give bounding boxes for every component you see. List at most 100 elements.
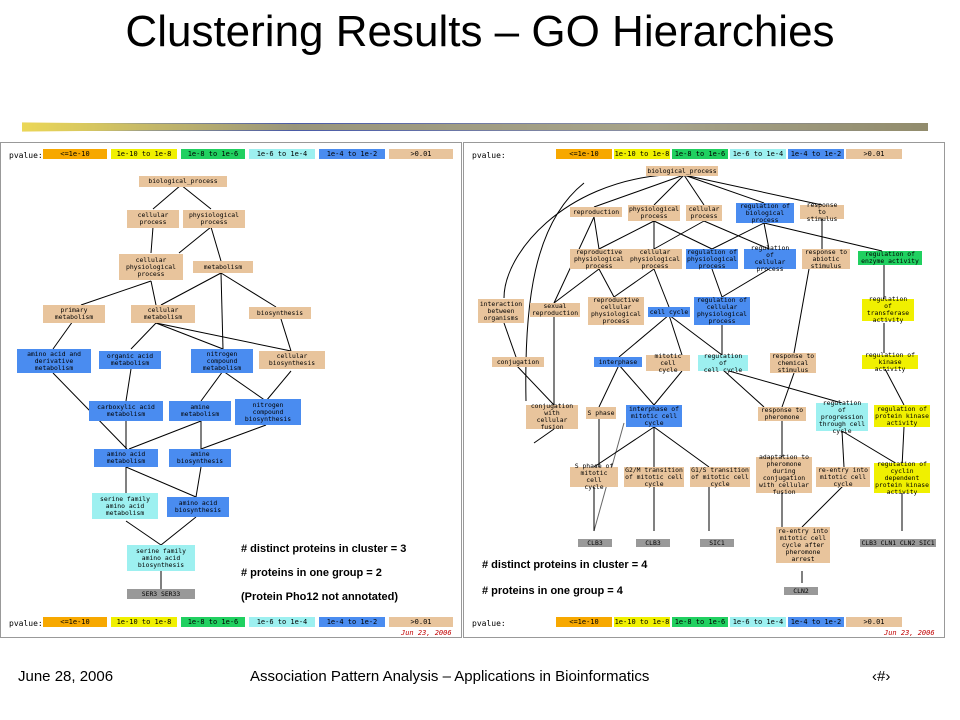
pvalue-bin: >0.01: [846, 149, 902, 159]
go-node-regulation-of-enzyme-activity[interactable]: regulation of enzyme activity: [858, 251, 922, 265]
pvalue-bin: 1e-10 to 1e-8: [111, 617, 177, 627]
pvalue-bin: 1e-8 to 1e-6: [181, 617, 245, 627]
go-node-regulation-of-transferase-activity[interactable]: regulation of transferase activity: [862, 296, 914, 324]
go-node-cellular-metabolism[interactable]: cellular metabolism: [131, 305, 195, 323]
go-node-regulation-of-cellular-physiological-process[interactable]: regulation of cellular physiological pro…: [694, 297, 750, 325]
go-node-nitrogen-compound-metabolism[interactable]: nitrogen compound metabolism: [191, 349, 253, 373]
go-node-regulation-of-physiological-process[interactable]: regulation of physiological process: [686, 247, 738, 270]
slide-number: ‹#›: [872, 668, 891, 685]
go-node-organic-acid-metabolism[interactable]: organic acid metabolism: [99, 351, 161, 369]
go-node-interaction-between-organisms[interactable]: interaction between organisms: [478, 299, 524, 323]
go-node-regulation-of-cell-cycle[interactable]: regulation of cell cycle: [698, 352, 748, 373]
annotation-proteins-one-group: # proteins in one group = 4: [482, 585, 623, 597]
go-node-carboxylic-acid-metabolism[interactable]: carboxylic acid metabolism: [89, 401, 163, 421]
gene-list-cln2[interactable]: CLN2: [784, 587, 818, 595]
go-node-nitrogen-compound-biosynthesis[interactable]: nitrogen compound biosynthesis: [235, 399, 301, 425]
go-node-cellular-physiological-process[interactable]: cellular physiological process: [119, 254, 183, 280]
go-node-biological-process[interactable]: biological_process: [139, 176, 227, 187]
go-node-regulation-of-cyclin-dependent-protein-kinase-activity[interactable]: regulation of cyclin dependent protein k…: [874, 459, 930, 496]
pvalue-bin: >0.01: [389, 149, 453, 159]
go-node-regulation-of-kinase-activity[interactable]: regulation of kinase activity: [862, 351, 918, 372]
pvalue-bin: <=1e-10: [43, 149, 107, 159]
go-node-primary-metabolism[interactable]: primary metabolism: [43, 305, 105, 323]
pvalue-bin: >0.01: [846, 617, 902, 627]
go-node-biosynthesis[interactable]: biosynthesis: [249, 307, 311, 319]
go-node-g1s-transition[interactable]: G1/S transition of mitotic cell cycle: [690, 465, 750, 488]
go-node-biological-process[interactable]: biological_process: [646, 166, 718, 176]
gene-list-clb3[interactable]: CLB3: [636, 539, 670, 547]
go-node-conjugation-with-cellular-fusion[interactable]: conjugation with cellular fusion: [526, 403, 578, 431]
pvalue-bin: 1e-6 to 1e-4: [730, 149, 786, 159]
gene-list-clb3[interactable]: CLB3: [578, 539, 612, 547]
go-node-s-phase-of-mitotic-cell-cycle[interactable]: S phase of mitotic cell cycle: [570, 463, 618, 491]
go-node-response-to-chemical-stimulus[interactable]: response to chemical stimulus: [770, 351, 816, 374]
right-go-hierarchy-panel: pvalue: <=1e-10 1e-10 to 1e-8 1e-8 to 1e…: [463, 142, 945, 638]
pvalue-bin: 1e-10 to 1e-8: [614, 617, 670, 627]
go-node-response-to-pheromone[interactable]: response to pheromone: [758, 407, 806, 421]
go-node-cellular-process[interactable]: cellular process: [127, 210, 179, 228]
generated-date: Jun 23, 2006: [884, 629, 935, 637]
annotation-protein-note: (Protein Pho12 not annotated): [241, 591, 399, 603]
go-node-amino-acid-derivative-metabolism[interactable]: amino acid and derivative metabolism: [17, 349, 91, 373]
pvalue-label-bottom: pvalue:: [9, 619, 43, 628]
go-node-reproductive-physiological-process[interactable]: reproductive physiological process: [570, 248, 628, 269]
go-node-cellular-process[interactable]: cellular process: [686, 205, 722, 221]
go-node-response-to-abiotic-stimulus[interactable]: response to abiotic stimulus: [802, 248, 850, 269]
pvalue-bin: 1e-4 to 1e-2: [319, 149, 385, 159]
annotation-proteins-one-group: # proteins in one group = 2: [241, 567, 382, 579]
pvalue-label: pvalue:: [472, 151, 506, 160]
go-node-cellular-physiological-process[interactable]: cellular physiological process: [628, 247, 682, 270]
pvalue-bin: <=1e-10: [43, 617, 107, 627]
left-edges: [52, 184, 292, 589]
pvalue-bin: 1e-8 to 1e-6: [672, 149, 728, 159]
go-node-interphase[interactable]: interphase: [594, 357, 642, 367]
go-node-s-phase[interactable]: S phase: [586, 407, 616, 419]
pvalue-bin: 1e-4 to 1e-2: [319, 617, 385, 627]
annotation-distinct-proteins: # distinct proteins in cluster = 3: [241, 543, 407, 555]
pvalue-bin: <=1e-10: [556, 149, 612, 159]
footer-title: Association Pattern Analysis – Applicati…: [250, 668, 650, 685]
go-node-regulation-of-progression-through-cell-cycle[interactable]: regulation of progression through cell c…: [816, 399, 868, 434]
go-node-response-to-stimulus[interactable]: response to stimulus: [800, 201, 844, 222]
go-node-amino-acid-metabolism[interactable]: amino acid metabolism: [94, 449, 158, 467]
pvalue-bin: 1e-6 to 1e-4: [249, 617, 315, 627]
pvalue-bin: 1e-10 to 1e-8: [111, 149, 177, 159]
go-node-adaptation-to-pheromone[interactable]: adaptation to pheromone during conjugati…: [756, 454, 812, 496]
gene-list-sic1[interactable]: SIC1: [700, 539, 734, 547]
go-node-re-entry-into-mitotic-cell-cycle[interactable]: re-entry into mitotic cell cycle: [816, 465, 870, 488]
go-node-amine-biosynthesis[interactable]: amine biosynthesis: [169, 449, 231, 467]
footer-date: June 28, 2006: [18, 668, 114, 685]
gene-list-clb3-cln1-cln2-sic1[interactable]: CLB3 CLN1 CLN2 SIC1: [860, 538, 936, 547]
go-node-reproductive-cellular-physiological-process[interactable]: reproductive cellular physiological proc…: [588, 297, 644, 325]
pvalue-label-bottom: pvalue:: [472, 619, 506, 628]
go-node-cellular-biosynthesis[interactable]: cellular biosynthesis: [259, 351, 325, 369]
go-node-sexual-reproduction[interactable]: sexual reproduction: [530, 302, 580, 317]
go-node-conjugation[interactable]: conjugation: [492, 357, 544, 367]
pvalue-bin: >0.01: [389, 617, 453, 627]
go-node-re-entry-after-pheromone-arrest[interactable]: re-entry into mitotic cell cycle after p…: [776, 526, 830, 563]
gene-list-ser3-ser33[interactable]: SER3 SER33: [127, 589, 195, 599]
go-node-physiological-process[interactable]: physiological process: [183, 210, 245, 228]
go-node-interphase-of-mitotic-cell-cycle[interactable]: interphase of mitotic cell cycle: [626, 405, 682, 427]
go-node-regulation-of-biological-process[interactable]: regulation of biological process: [736, 202, 794, 223]
go-node-regulation-of-protein-kinase-activity[interactable]: regulation of protein kinase activity: [874, 404, 930, 427]
go-node-regulation-of-cellular-process[interactable]: regulation of cellular process: [744, 245, 796, 273]
pvalue-label: pvalue:: [9, 151, 43, 160]
pvalue-bin: 1e-6 to 1e-4: [730, 617, 786, 627]
pvalue-bin: 1e-4 to 1e-2: [788, 149, 844, 159]
go-node-amino-acid-biosynthesis[interactable]: amino acid biosynthesis: [167, 497, 229, 517]
pvalue-bin: 1e-8 to 1e-6: [672, 617, 728, 627]
left-go-hierarchy-panel: pvalue: <=1e-10 1e-10 to 1e-8 1e-8 to 1e…: [0, 142, 462, 638]
go-node-cell-cycle[interactable]: cell cycle: [648, 307, 690, 317]
go-node-amine-metabolism[interactable]: amine metabolism: [169, 401, 231, 421]
go-node-mitotic-cell-cycle[interactable]: mitotic cell cycle: [646, 352, 690, 373]
go-node-g2m-transition[interactable]: G2/M transition of mitotic cell cycle: [624, 465, 684, 488]
go-node-serine-family-amino-acid-metabolism[interactable]: serine family amino acid metabolism: [92, 493, 158, 519]
go-node-serine-family-amino-acid-biosynthesis[interactable]: serine family amino acid biosynthesis: [127, 545, 195, 571]
pvalue-bin: 1e-10 to 1e-8: [614, 149, 670, 159]
slide-title: Clustering Results – GO Hierarchies: [125, 7, 835, 56]
go-node-physiological-process[interactable]: physiological process: [628, 205, 680, 221]
go-node-reproduction[interactable]: reproduction: [570, 207, 622, 217]
go-node-metabolism[interactable]: metabolism: [193, 261, 253, 273]
right-edges: [503, 174, 905, 583]
